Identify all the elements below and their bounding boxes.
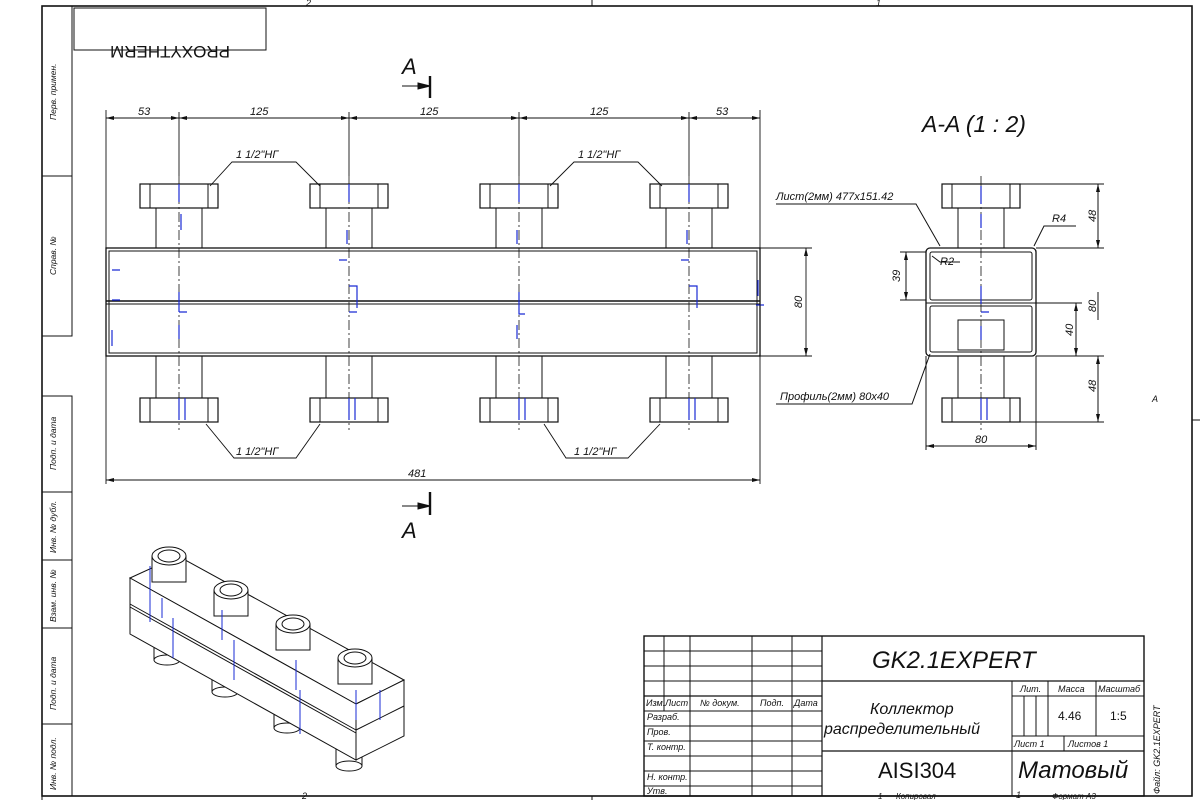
logo-text: PROXYTHERM xyxy=(110,42,230,61)
section-arrows xyxy=(904,184,1100,448)
product-name-line2: распределительный xyxy=(823,721,980,738)
row-prov: Пров. xyxy=(647,727,671,737)
iso-weld-marks xyxy=(149,566,381,734)
copied-label: Копировал xyxy=(896,792,936,800)
section-view xyxy=(776,176,1104,450)
dim-48-top: 48 xyxy=(1087,209,1099,222)
mass-value: 4.46 xyxy=(1058,709,1082,723)
material: AISI304 xyxy=(878,758,956,783)
zone-label-side-a: A xyxy=(1151,394,1158,404)
section-letter-top: A xyxy=(400,54,417,79)
front-view xyxy=(105,176,761,430)
dim-125-2: 125 xyxy=(420,106,439,118)
dim-80-right: 80 xyxy=(1087,299,1099,312)
radius-r2: R2 xyxy=(940,256,954,268)
row-tkontr: Т. контр. xyxy=(647,742,686,752)
dim-80-bottom: 80 xyxy=(975,434,988,446)
zone-label-bottom-right: 1 xyxy=(1016,790,1021,800)
dim-total-481: 481 xyxy=(408,468,426,480)
radius-r4: R4 xyxy=(1052,213,1066,225)
header-podp: Подп. xyxy=(760,698,784,708)
header-doc: № докум. xyxy=(700,698,740,708)
left-margin-labels: Перв. примен. Справ. № Подп. и дата Инв.… xyxy=(48,64,58,791)
title-block-grid xyxy=(643,635,1145,797)
dim-height-80: 80 xyxy=(793,295,805,308)
iso-top-nut xyxy=(213,580,249,617)
sheet-label: Лист(2мм) 477x151.42 xyxy=(775,191,893,203)
row-nkontr: Н. контр. xyxy=(647,772,688,782)
front-dim-arrows xyxy=(106,116,808,482)
dim-53-right: 53 xyxy=(716,106,729,118)
margin-label: Подп. и дата xyxy=(48,657,58,710)
section-weld-marks xyxy=(980,186,989,420)
margin-label: Перв. примен. xyxy=(48,64,58,121)
zone-label-bottom-left: 2 xyxy=(301,791,307,800)
margin-label: Инв. № дубл. xyxy=(48,501,58,553)
header-list: Лист xyxy=(664,698,689,708)
iso-top-nut xyxy=(151,546,187,583)
iso-top-nut xyxy=(337,648,373,685)
sheet-number: Лист 1 xyxy=(1013,739,1045,749)
front-dimensions xyxy=(105,110,812,484)
logo-box: PROXYTHERM xyxy=(73,7,267,61)
header-izm: Изм. xyxy=(646,698,665,708)
sheets-count: Листов 1 xyxy=(1067,739,1108,749)
header-data: Дата xyxy=(793,698,818,708)
thread-label-bottom-right: 1 1/2"НГ xyxy=(574,446,617,458)
profile-label: Профиль(2мм) 80x40 xyxy=(780,391,890,403)
margin-label: Подп. и дата xyxy=(48,417,58,470)
section-title: A-A (1 : 2) xyxy=(920,111,1026,137)
section-marker-top xyxy=(402,76,432,98)
dim-40: 40 xyxy=(1064,323,1076,336)
lit-label: Лит. xyxy=(1019,684,1041,694)
dim-125-3: 125 xyxy=(590,106,609,118)
row-razrab: Разраб. xyxy=(647,712,680,722)
scale-label: Масштаб xyxy=(1098,684,1141,694)
margin-label: Инв. № подл. xyxy=(48,737,58,790)
file-label: Файл: GK2.1EXPERT xyxy=(1152,704,1162,794)
section-marker-bottom xyxy=(402,492,432,515)
thread-label-top-left: 1 1/2"НГ xyxy=(236,149,279,161)
designation: GK2.1EXPERT xyxy=(872,647,1038,674)
margin-label: Справ. № xyxy=(48,236,58,275)
iso-top-nut xyxy=(275,614,311,651)
left-margin-table xyxy=(41,5,73,797)
format-label: Формат A3 xyxy=(1052,792,1096,800)
isometric-view xyxy=(128,546,406,772)
mass-label: Масса xyxy=(1058,684,1085,694)
dim-39: 39 xyxy=(891,270,903,282)
zone-label-top-left: 2 xyxy=(305,0,311,8)
scale-value: 1:5 xyxy=(1110,709,1127,723)
finish: Матовый xyxy=(1018,757,1128,784)
row-utv: Утв. xyxy=(646,786,667,796)
weld-marks xyxy=(111,184,764,420)
section-letter-bottom: A xyxy=(400,518,417,543)
footer-number: 1 xyxy=(878,792,882,800)
product-name-line1: Коллектор xyxy=(870,701,954,718)
margin-label: Взам. инв. № xyxy=(48,569,58,622)
thread-label-bottom-left: 1 1/2"НГ xyxy=(236,446,279,458)
dim-53-left: 53 xyxy=(138,106,151,118)
thread-label-top-right: 1 1/2"НГ xyxy=(578,149,621,161)
zone-label-top-right: 1 xyxy=(876,0,881,8)
dim-125-1: 125 xyxy=(250,106,269,118)
dim-48-bottom: 48 xyxy=(1087,379,1099,392)
